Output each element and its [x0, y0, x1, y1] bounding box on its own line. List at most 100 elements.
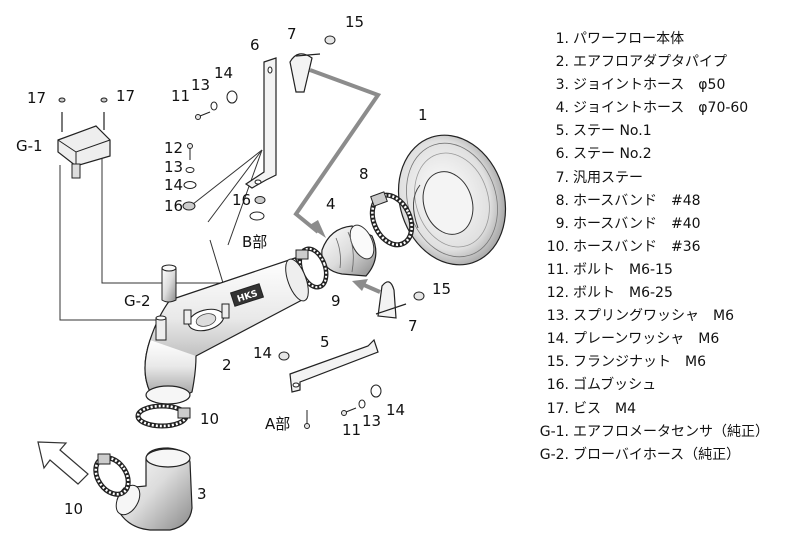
callout-9: 9 — [331, 292, 341, 310]
callout-13-lower: 13 — [362, 412, 382, 430]
callout-g1: G-1 — [16, 137, 43, 155]
callout-13-upper: 13 — [191, 76, 211, 94]
legend-item-text: ステー No.2 — [573, 146, 652, 163]
air-flow-sensor — [57, 97, 111, 179]
callout-14-right: 14 — [386, 401, 406, 419]
callout-13-middle: 13 — [164, 158, 184, 176]
legend-item-number: 4. — [555, 100, 569, 117]
legend-item-number: 17. — [546, 400, 569, 417]
legend-item: 6.ステー No.2 — [535, 143, 797, 166]
stay-no-1 — [289, 338, 379, 393]
legend-item: 5.ステー No.1 — [535, 120, 797, 143]
callout-6: 6 — [250, 36, 260, 54]
legend-item-text: エアフロメータセンサ（純正） — [573, 423, 769, 440]
joint-hose-70-60 — [321, 224, 377, 277]
legend-item-text: ジョイントホース φ70-60 — [573, 100, 749, 117]
legend-item-number: 16. — [546, 377, 569, 394]
legend-item-number: 12. — [546, 285, 569, 302]
legend-item: 7.汎用ステー — [535, 167, 797, 190]
legend-item-number: G-2. — [539, 446, 569, 463]
stay-no-2 — [244, 57, 277, 189]
universal-stay-lower — [375, 281, 407, 319]
legend-item-text: ビス M4 — [573, 400, 636, 417]
callout-10-lower: 10 — [64, 500, 84, 518]
airflow-arrow — [37, 441, 89, 485]
legend-item-number: 13. — [546, 308, 569, 325]
legend-item-text: スプリングワッシャ M6 — [573, 308, 734, 325]
callout-g2: G-2 — [124, 292, 151, 310]
callout-16-right: 16 — [232, 191, 252, 209]
gray-assembly-arrows — [293, 68, 382, 294]
legend-item: 14.プレーンワッシャ M6 — [535, 328, 797, 351]
callout-11-upper: 11 — [171, 87, 191, 105]
legend-item-text: ホースバンド #36 — [573, 238, 701, 255]
legend-item: 2.エアフロアダプタパイプ — [535, 51, 797, 74]
legend-item-number: 3. — [555, 77, 569, 94]
legend-item: 13.スプリングワッシャ M6 — [535, 305, 797, 328]
legend-item-text: ゴムブッシュ — [573, 377, 657, 394]
label-part-a: A部 — [265, 415, 291, 433]
callout-1: 1 — [418, 106, 428, 124]
callout-12: 12 — [164, 139, 184, 157]
legend-item-text: ホースバンド #48 — [573, 192, 701, 209]
callout-10-upper: 10 — [200, 410, 220, 428]
legend-item: 15.フランジナット M6 — [535, 351, 797, 374]
legend-item: 9.ホースバンド #40 — [535, 213, 797, 236]
legend-item-number: 14. — [546, 331, 569, 348]
legend-item-text: 汎用ステー — [573, 169, 643, 186]
callout-15-lower: 15 — [432, 280, 452, 298]
legend-item-text: ボルト M6-15 — [573, 261, 673, 278]
hose-band-48 — [369, 191, 415, 248]
power-flow-filter — [397, 134, 507, 266]
air-flow-adapter-pipe: HKS — [144, 257, 309, 405]
universal-stay-upper — [289, 53, 321, 93]
callout-11-lower: 11 — [342, 421, 362, 439]
legend-item-text: プレーンワッシャ M6 — [573, 331, 720, 348]
legend-item: 17.ビス M4 — [535, 398, 797, 421]
hose-band-36-lower — [93, 453, 131, 497]
legend-item-text: エアフロアダプタパイプ — [573, 54, 727, 71]
legend-item: 4.ジョイントホース φ70-60 — [535, 97, 797, 120]
callout-7-upper: 7 — [287, 25, 297, 43]
legend-item-text: ブローバイホース（純正） — [573, 446, 741, 463]
hardware-parts — [182, 35, 425, 429]
legend-item: 1.パワーフロー本体 — [535, 28, 797, 51]
legend-item-number: 11. — [546, 261, 569, 278]
label-part-b: B部 — [242, 233, 268, 251]
legend-item-text: パワーフロー本体 — [573, 31, 685, 47]
legend-item-text: ホースバンド #40 — [573, 215, 701, 232]
legend-item-number: 7. — [555, 169, 569, 186]
legend-item-number: 10. — [546, 238, 569, 255]
legend-item: 8.ホースバンド #48 — [535, 190, 797, 213]
callout-5: 5 — [320, 333, 330, 351]
legend-item-number: 15. — [546, 354, 569, 371]
callout-8: 8 — [359, 165, 369, 183]
callout-2: 2 — [222, 356, 232, 374]
callout-16-left: 16 — [164, 197, 184, 215]
legend-item-number: 6. — [555, 146, 569, 163]
callout-14-left: 14 — [253, 344, 273, 362]
legend-item: G-2.ブローバイホース（純正） — [535, 444, 797, 467]
legend-item-text: ステー No.1 — [573, 123, 652, 140]
legend-item: G-1.エアフロメータセンサ（純正） — [535, 421, 797, 444]
legend-item: 12.ボルト M6-25 — [535, 282, 797, 305]
callout-17-left: 17 — [27, 89, 47, 107]
callout-14-middle: 14 — [164, 176, 184, 194]
legend-item-text: ボルト M6-25 — [573, 285, 673, 302]
callout-7-lower: 7 — [408, 317, 418, 335]
legend-item-number: 2. — [555, 54, 569, 71]
joint-hose-50 — [115, 447, 193, 531]
legend-item-number: G-1. — [539, 423, 569, 440]
legend-item-number: 5. — [555, 123, 569, 140]
callout-17-right: 17 — [116, 87, 136, 105]
blow-by-hose — [161, 264, 177, 303]
legend-item-text: フランジナット M6 — [573, 354, 706, 371]
legend-item-number: 8. — [555, 192, 569, 209]
legend-item: 16.ゴムブッシュ — [535, 374, 797, 397]
hose-band-36-upper — [135, 403, 191, 429]
legend-item-text: ジョイントホース φ50 — [573, 77, 726, 94]
callout-15-upper: 15 — [345, 13, 365, 31]
